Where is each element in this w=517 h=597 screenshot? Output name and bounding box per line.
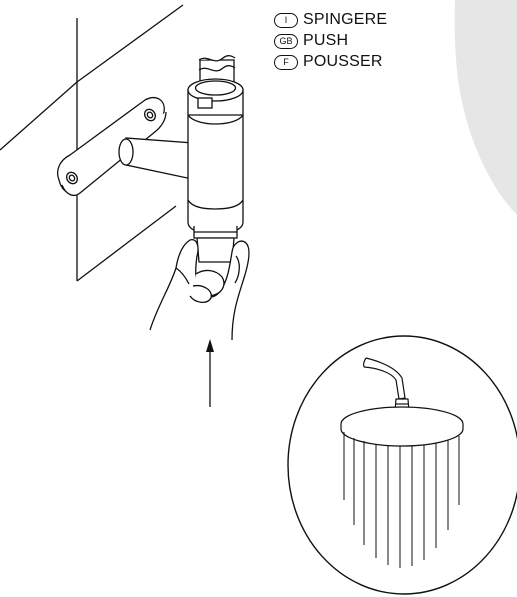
legend-item-french: F POUSSER	[274, 52, 474, 72]
legend-label: SPINGERE	[303, 11, 388, 28]
valve-body	[187, 78, 244, 239]
background-shade	[454, 0, 517, 215]
connecting-pipe	[118, 137, 194, 180]
language-code-badge: I	[274, 12, 298, 28]
hand-pushing-icon	[149, 237, 250, 341]
shower-head-icon	[340, 357, 464, 568]
language-legend: I SPINGERE GB PUSH F POUSSER	[274, 10, 474, 73]
shower-detail-inset	[287, 335, 517, 595]
language-code-badge: F	[274, 54, 298, 70]
legend-label: POUSSER	[303, 53, 383, 70]
legend-item-english: GB PUSH	[274, 31, 474, 51]
supply-pipe	[198, 55, 236, 83]
legend-item-italian: I SPINGERE	[274, 10, 474, 30]
legend-label: PUSH	[303, 32, 349, 49]
language-code-badge: GB	[274, 33, 298, 49]
push-direction-arrow-icon	[206, 339, 214, 407]
mounting-plate	[56, 97, 167, 196]
